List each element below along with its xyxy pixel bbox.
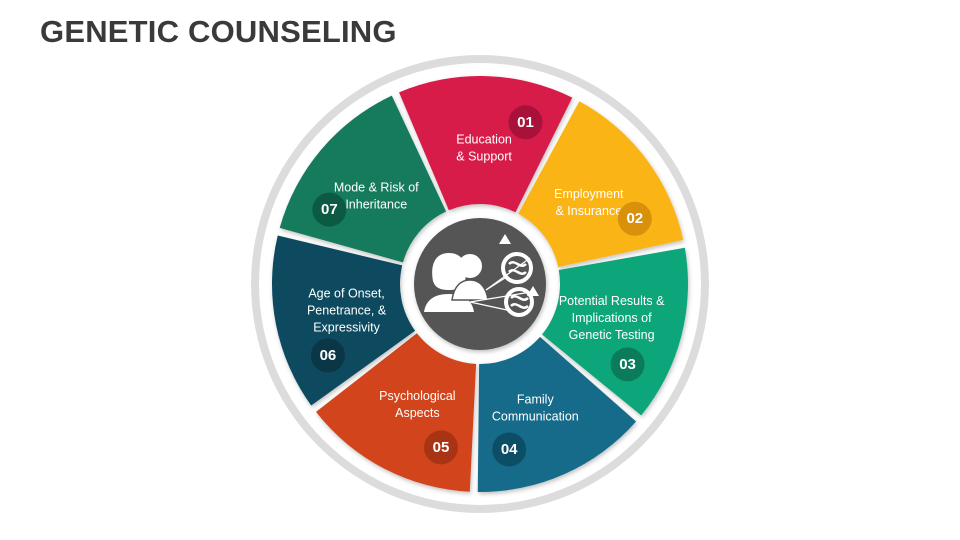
segment-number: 07	[321, 201, 338, 218]
segment-label: Employment & Insurance	[554, 187, 624, 218]
segment-badge	[423, 430, 458, 465]
segment-label-line: Age of Onset,	[308, 286, 384, 300]
segment-badge	[508, 105, 543, 140]
segment-badge	[492, 432, 527, 467]
magnifier-dna-icon	[469, 286, 539, 317]
segment-label-line: Implications of	[572, 311, 652, 325]
segment-02: Employment & Insurance 02	[518, 101, 684, 268]
segment-label: Education & Support	[456, 133, 512, 164]
segment-badge	[310, 338, 345, 373]
genetic-counseling-people-dna-icon	[424, 234, 539, 317]
segment-label-line: Potential Results &	[559, 294, 665, 308]
man-icon	[451, 254, 489, 301]
magnifier-dna-icon	[485, 234, 533, 291]
segment-label: Age of Onset, Penetrance, & Expressivity	[307, 286, 387, 334]
segment-number: 06	[320, 347, 337, 364]
segment-label-line: Family	[517, 393, 555, 407]
segment-label-line: Aspects	[395, 406, 439, 420]
segment-number: 05	[433, 439, 450, 456]
segment-badge	[617, 201, 652, 236]
segment-label-line: & Insurance	[555, 204, 622, 218]
segment-wedge	[272, 235, 416, 406]
segment-badge	[312, 192, 347, 227]
segment-label-line: Expressivity	[313, 320, 380, 334]
segment-label-line: Education	[456, 133, 512, 147]
segment-badge	[610, 347, 645, 382]
segment-label: Potential Results & Implications of Geneti…	[559, 294, 665, 342]
segment-label-line: Genetic Testing	[569, 328, 655, 342]
segment-number: 01	[517, 114, 534, 131]
segment-label-line: Communication	[492, 410, 579, 424]
segment-label-line: Mode & Risk of	[334, 181, 419, 195]
segment-wedge	[542, 247, 688, 416]
segment-07: Mode & Risk of Inheritance 07	[279, 95, 447, 263]
segment-03: Potential Results & Implications of Geneti…	[542, 247, 688, 416]
segment-number: 04	[501, 441, 518, 458]
segment-label-line: & Support	[456, 150, 512, 164]
segment-label-line: Inheritance	[345, 198, 407, 212]
segment-number: 03	[619, 356, 636, 373]
segment-label-line: Psychological	[379, 389, 455, 403]
segment-label: Mode & Risk of Inheritance	[334, 181, 419, 212]
segment-number: 02	[626, 210, 643, 227]
segment-06: Age of Onset, Penetrance, & Expressivity 06	[272, 235, 416, 406]
segment-01: Education & Support 01	[399, 76, 573, 213]
segment-label-line: Penetrance, &	[307, 303, 387, 317]
segment-label-line: Employment	[554, 187, 624, 201]
page-title: GENETIC COUNSELING	[40, 14, 397, 49]
